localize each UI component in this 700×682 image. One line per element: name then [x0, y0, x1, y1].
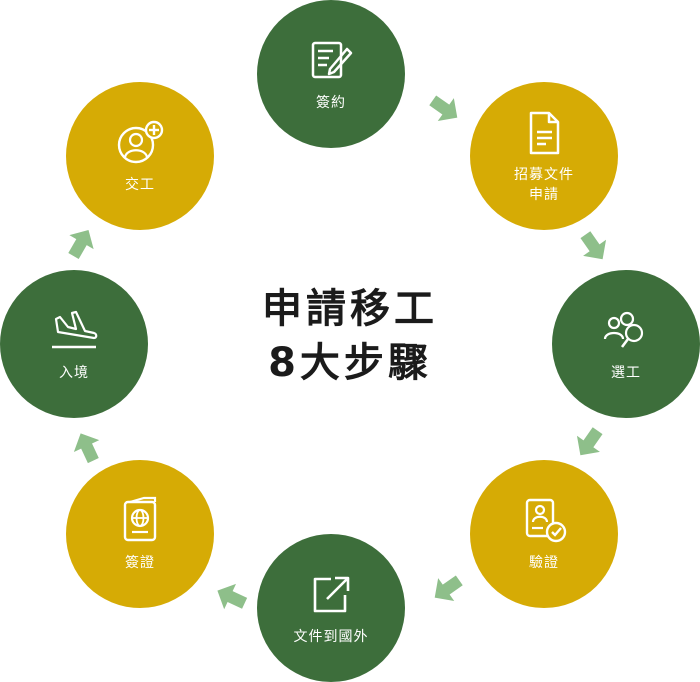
id-verify-icon — [525, 498, 567, 543]
step-recruitment-documents: 招募文件 申請 — [470, 82, 618, 230]
step-select-workers: 選工 — [552, 270, 700, 418]
passport-icon — [123, 496, 157, 542]
flow-arrow-7-to-8 — [68, 230, 94, 259]
step-label: 招募文件 申請 — [514, 167, 574, 203]
step-entry: 入境 — [0, 270, 148, 418]
step-label: 入境 — [59, 365, 89, 381]
flow-arrow-4-to-5 — [434, 575, 463, 602]
step-documents-abroad: 文件到國外 — [257, 534, 405, 682]
step-label: 交工 — [125, 177, 155, 193]
step-label: 選工 — [611, 365, 641, 381]
step-label: 簽約 — [316, 95, 346, 111]
flow-arrow-5-to-6 — [217, 583, 248, 610]
title-line-2: 8大步驟 — [268, 340, 432, 386]
flow-arrow-6-to-7 — [73, 433, 100, 464]
step-label: 文件到國外 — [293, 629, 369, 645]
contract-pen-icon — [311, 41, 353, 79]
flow-arrow-1-to-2 — [429, 95, 458, 122]
step-visa: 簽證 — [66, 460, 214, 608]
user-add-icon — [117, 120, 164, 164]
external-link-icon — [313, 576, 350, 613]
people-search-icon — [603, 311, 644, 348]
document-icon — [529, 111, 560, 155]
step-verification: 驗證 — [470, 460, 618, 608]
title-line-1: 申請移工 — [262, 286, 438, 332]
plane-landing-icon — [52, 310, 98, 349]
flow-arrow-2-to-3 — [580, 231, 607, 260]
step-label: 驗證 — [529, 555, 559, 571]
step-label: 簽證 — [125, 555, 155, 571]
flow-arrow-3-to-4 — [576, 427, 603, 456]
step-worker-delivery: 交工 — [66, 82, 214, 230]
diagram-title: 申請移工 8大步驟 — [200, 282, 500, 390]
step-contract: 簽約 — [257, 0, 405, 148]
